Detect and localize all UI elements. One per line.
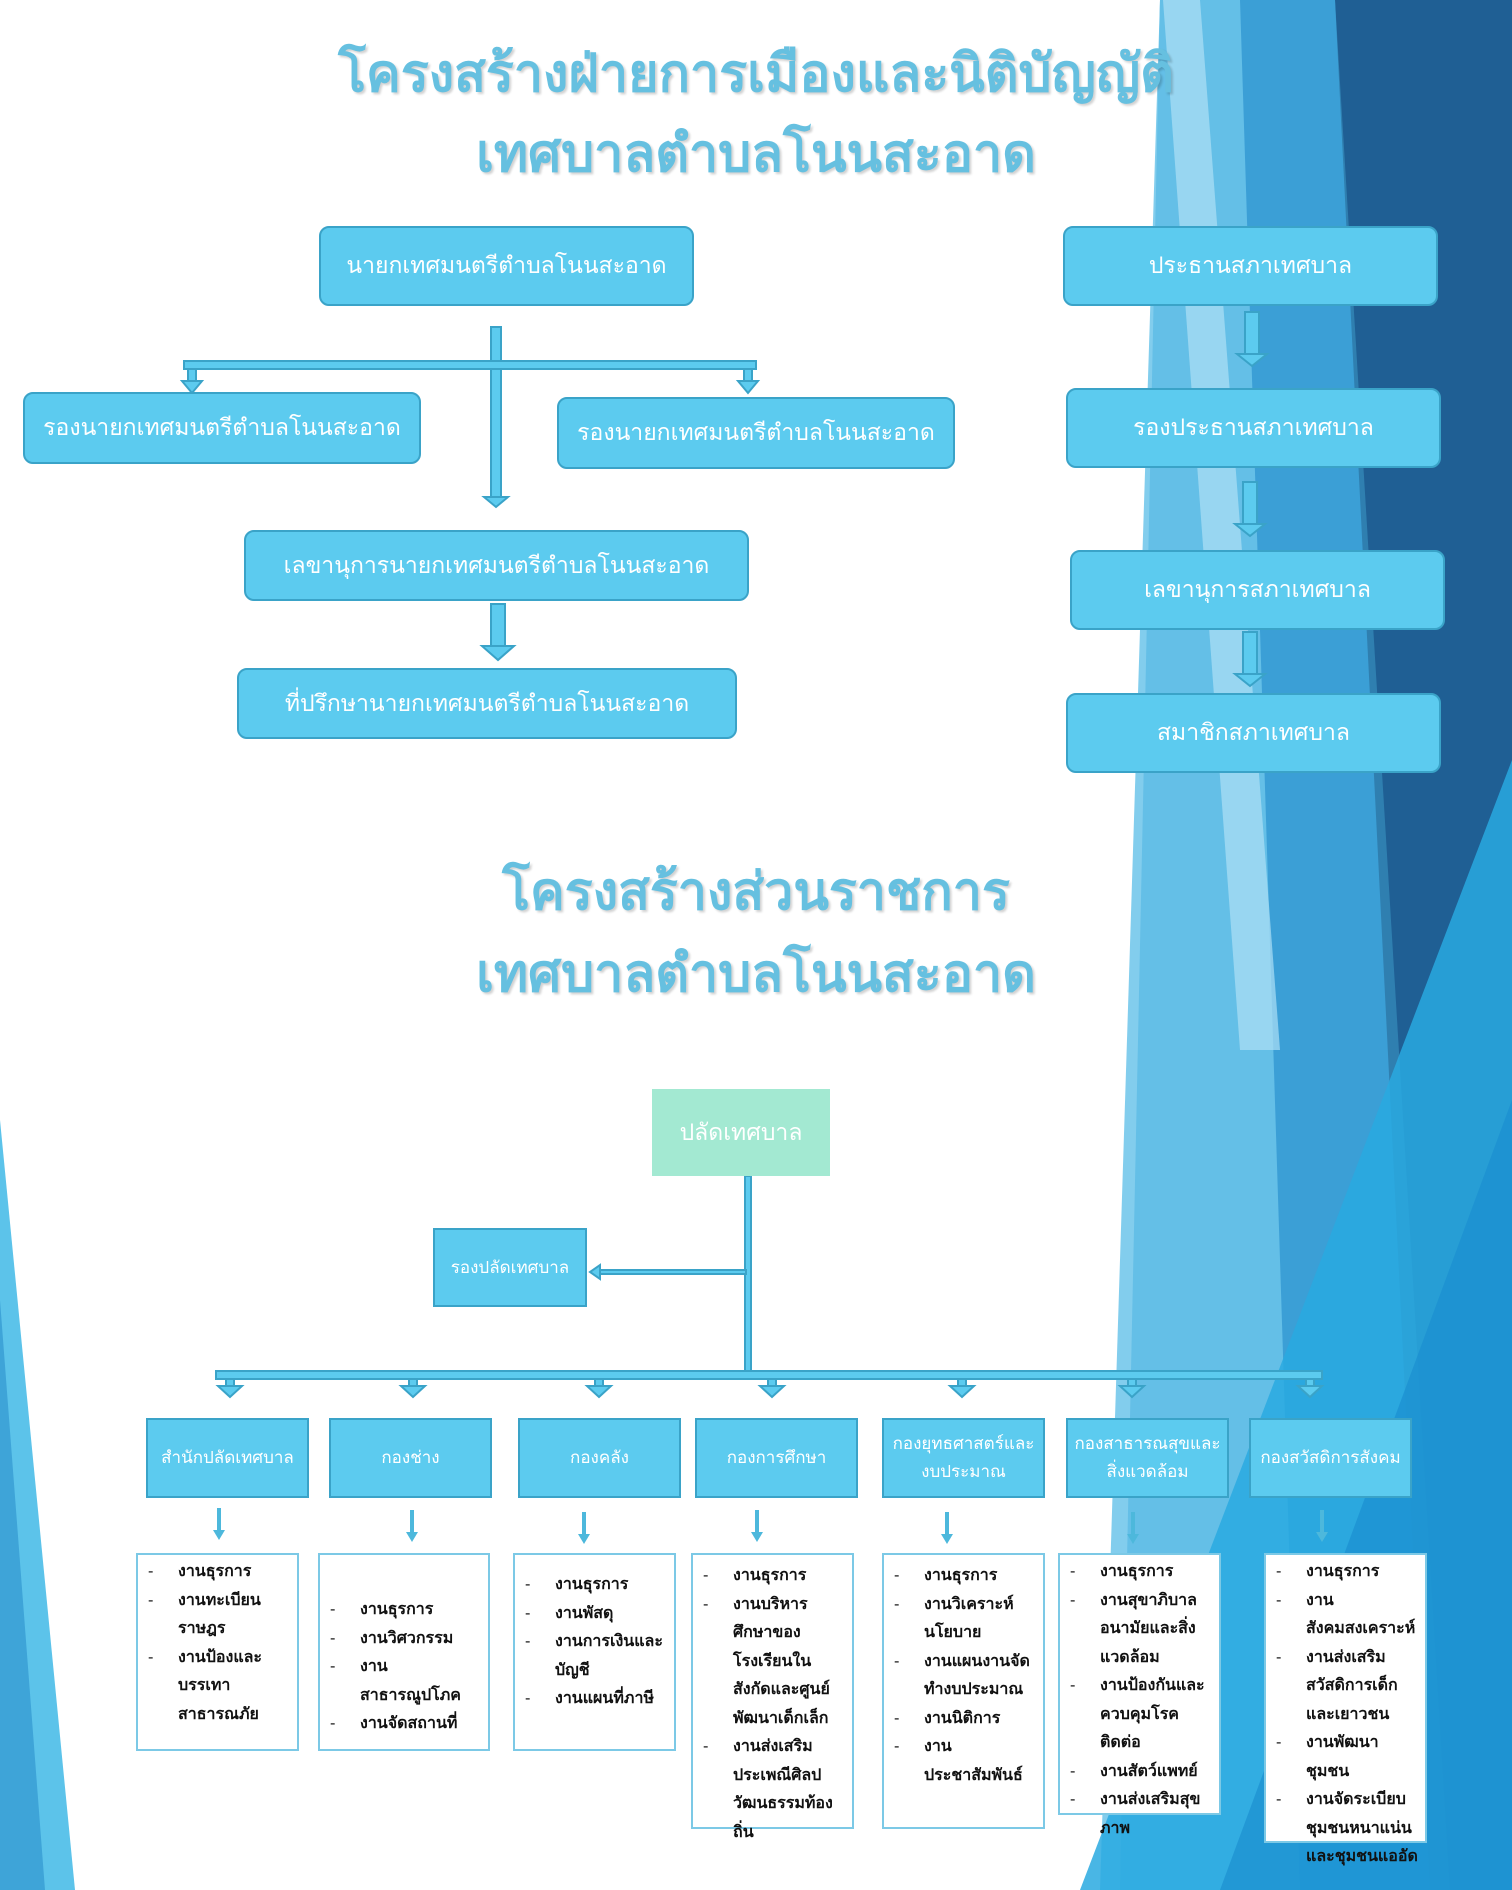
task-item: งานพัสดุ: [525, 1599, 668, 1628]
task-item: งานจัดระเบียบชุมชนหนาแน่นและชุมชนแออัด: [1276, 1785, 1419, 1871]
task-item: งานจัดสถานที่: [330, 1709, 482, 1738]
admin-title-line1: โครงสร้างส่วนราชการ: [502, 862, 1010, 922]
task-list: งานธุรการ งานวิเคราะห์นโยบาย งานแผนงานจั…: [882, 1553, 1045, 1829]
task-arrows: [213, 1508, 1328, 1544]
task-item: งานป้องกันและควบคุมโรคติดต่อ: [1070, 1671, 1213, 1757]
council-secretary-box: เลขานุการสภาเทศบาล: [1070, 550, 1445, 630]
division-box: กองสวัสดิการสังคม: [1249, 1418, 1412, 1498]
division-box: กองคลัง: [518, 1418, 681, 1498]
task-item: งานป้องและบรรเทาสาธารณภัย: [148, 1643, 291, 1729]
task-item: งานสังคมสงเคราะห์: [1276, 1586, 1419, 1643]
mayor-secretary-box: เลขานุการนายกเทศมนตรีตำบลโนนสะอาด: [244, 530, 749, 601]
task-item: งานบริหารศึกษาของโรงเรียนในสังกัดและศูนย…: [703, 1590, 846, 1733]
task-item: งานแผนที่ภาษี: [525, 1684, 668, 1713]
task-item: งานพัฒนาชุมชน: [1276, 1728, 1419, 1785]
admin-title-line2: เทศบาลตำบลโนนสะอาด: [476, 944, 1036, 1004]
task-item: งานส่งเสริมประเพณีศิลปวัฒนธรรมท้องถิ่น: [703, 1732, 846, 1846]
task-item: งานทะเบียนราษฎร: [148, 1586, 291, 1643]
task-item: งานธุรการ: [330, 1595, 482, 1624]
deputy-mayor-right-box: รองนายกเทศมนตรีตำบลโนนสะอาด: [557, 397, 955, 469]
division-box: สำนักปลัดเทศบาล: [146, 1418, 309, 1498]
council-vice-chairman-box: รองประธานสภาเทศบาล: [1066, 388, 1441, 468]
deputy-chief-box: รองปลัดเทศบาล: [433, 1228, 587, 1307]
task-list: งานธุรการ งานพัสดุ งานการเงินและบัญชี งา…: [513, 1553, 676, 1751]
task-item: งานวิเคราะห์นโยบาย: [894, 1590, 1037, 1647]
mayor-advisor-box: ที่ปรึกษานายกเทศมนตรีตำบลโนนสะอาด: [237, 668, 737, 739]
task-item: งานแผนงานจัดทำงบประมาณ: [894, 1647, 1037, 1704]
task-item: งานธุรการ: [148, 1557, 291, 1586]
task-item: งานธุรการ: [894, 1561, 1037, 1590]
mayor-box: นายกเทศมนตรีตำบลโนนสะอาด: [319, 226, 694, 306]
task-list: งานธุรการ งานวิศวกรรม งานสาธารณูปโภค งาน…: [318, 1553, 490, 1751]
task-list: งานธุรการ งานบริหารศึกษาของโรงเรียนในสัง…: [691, 1553, 854, 1841]
task-item: งานสัตว์แพทย์: [1070, 1757, 1213, 1786]
task-item: งานประชาสัมพันธ์: [894, 1732, 1037, 1789]
division-box: กองสาธารณสุขและสิ่งแวดล้อม: [1066, 1418, 1229, 1498]
task-item: งานนิติการ: [894, 1704, 1037, 1733]
task-item: งานธุรการ: [525, 1570, 668, 1599]
deputy-mayor-left-box: รองนายกเทศมนตรีตำบลโนนสะอาด: [23, 392, 421, 464]
task-item: งานธุรการ: [703, 1561, 846, 1590]
political-title-line2: เทศบาลตำบลโนนสะอาด: [476, 124, 1036, 184]
task-list: งานธุรการ งานทะเบียนราษฎร งานป้องและบรรเ…: [136, 1553, 299, 1751]
political-title-line1: โครงสร้างฝ่ายการเมืองและนิติบัญญัติ: [338, 44, 1174, 104]
task-item: งานวิศวกรรม: [330, 1624, 482, 1653]
task-item: งานธุรการ: [1070, 1557, 1213, 1586]
task-list: งานธุรการ งานสังคมสงเคราะห์ งานส่งเสริมส…: [1264, 1553, 1427, 1865]
council-members-box: สมาชิกสภาเทศบาล: [1066, 693, 1441, 773]
task-item: งานสาธารณูปโภค: [330, 1652, 482, 1709]
division-box: กองการศึกษา: [695, 1418, 858, 1498]
division-arrows: [215, 1378, 1325, 1399]
task-item: งานสุขาภิบาลอนามัยและสิ่งแวดล้อม: [1070, 1586, 1213, 1672]
council-chairman-box: ประธานสภาเทศบาล: [1063, 226, 1438, 306]
task-item: งานการเงินและบัญชี: [525, 1627, 668, 1684]
task-item: งานธุรการ: [1276, 1557, 1419, 1586]
division-box: กองยุทธศาสตร์และงบประมาณ: [882, 1418, 1045, 1498]
chief-administrator-box: ปลัดเทศบาล: [652, 1089, 830, 1176]
task-item: งานส่งเสริมสวัสดิการเด็กและเยาวชน: [1276, 1643, 1419, 1729]
division-box: กองช่าง: [329, 1418, 492, 1498]
task-item: งานส่งเสริมสุขภาพ: [1070, 1785, 1213, 1842]
task-list: งานธุรการ งานสุขาภิบาลอนามัยและสิ่งแวดล้…: [1058, 1553, 1221, 1837]
